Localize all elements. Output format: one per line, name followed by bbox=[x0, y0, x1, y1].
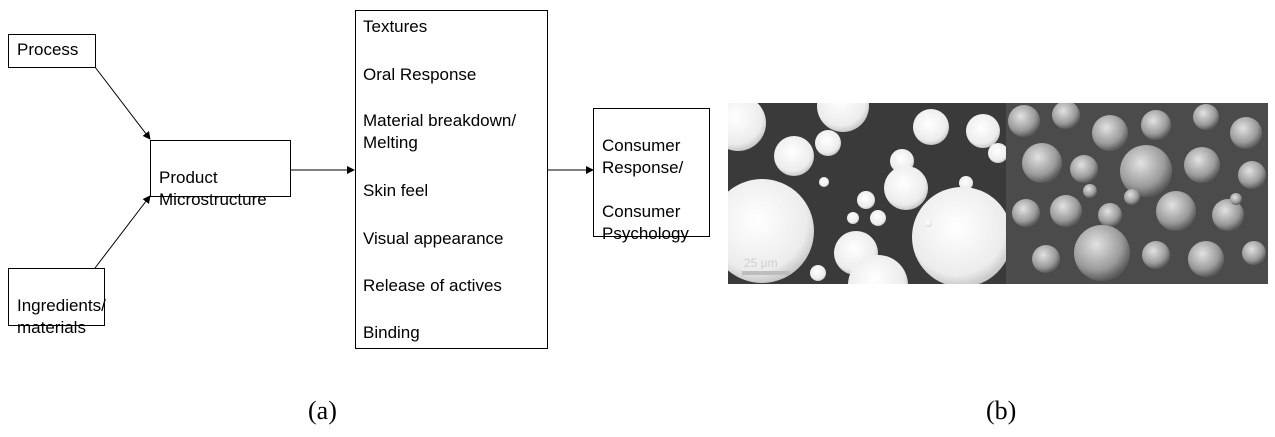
caption-a: (a) bbox=[308, 396, 337, 425]
arrow-ingredients-to-microstructure bbox=[94, 195, 151, 269]
scale-bar bbox=[742, 271, 790, 275]
scale-bar-label: 25 µm bbox=[744, 256, 778, 270]
ingredients-label: Ingredients/ materials bbox=[17, 296, 106, 337]
process-label: Process bbox=[17, 40, 79, 59]
microstructure-label: Product Microstructure bbox=[159, 168, 267, 209]
attribute-item: Visual appearance bbox=[363, 229, 504, 248]
consumer-box: Consumer Response/ Consumer Psychology bbox=[593, 108, 710, 243]
process-box: Process bbox=[8, 34, 96, 68]
ingredients-box: Ingredients/ materials bbox=[8, 268, 106, 337]
attribute-item: Binding bbox=[363, 323, 420, 342]
micrograph-right bbox=[1006, 103, 1268, 284]
attribute-item: Material breakdown/ Melting bbox=[363, 111, 517, 152]
product-attributes-box: Textures Oral Response Material breakdow… bbox=[355, 10, 548, 349]
arrow-process-to-microstructure bbox=[94, 66, 151, 140]
micrograph-left: 25 µm bbox=[728, 103, 1006, 284]
attribute-item: Oral Response bbox=[363, 65, 477, 84]
attribute-item: Textures bbox=[363, 17, 428, 36]
microstructure-box: Product Microstructure bbox=[150, 140, 291, 209]
caption-b: (b) bbox=[986, 396, 1017, 425]
consumer-label: Consumer Response/ Consumer Psychology bbox=[602, 136, 689, 243]
attribute-item: Release of actives bbox=[363, 276, 502, 295]
attribute-item: Skin feel bbox=[363, 181, 429, 200]
